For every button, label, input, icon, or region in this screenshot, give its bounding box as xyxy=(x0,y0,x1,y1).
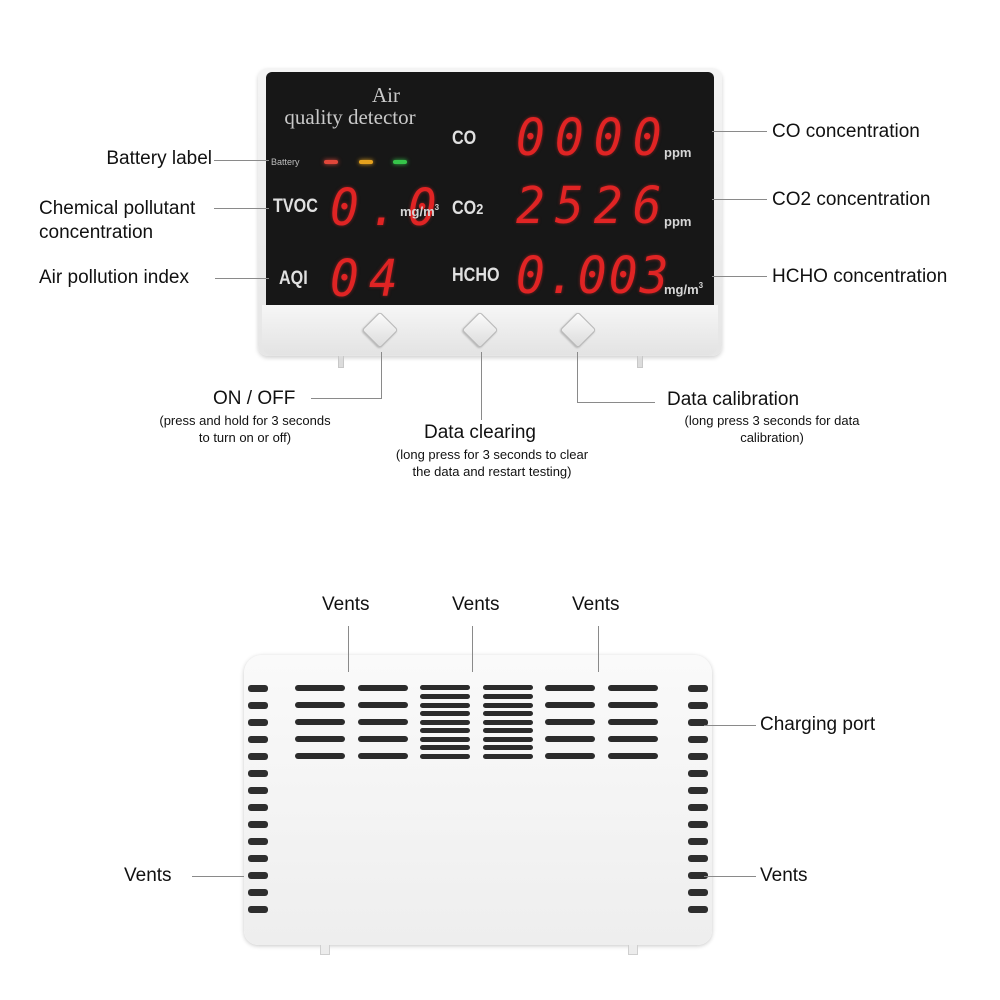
co2-unit: ppm xyxy=(664,214,692,229)
callout-data-calibration-line2: calibration) xyxy=(740,430,804,445)
callout-vents-left: Vents xyxy=(124,865,172,886)
display-screen: Air quality detector Battery TVOC 0.0 mg… xyxy=(266,72,714,305)
screen-title-line1: Air xyxy=(372,83,400,107)
callout-co2-concentration: CO2 concentration xyxy=(772,189,931,210)
leader-line-vents-right xyxy=(704,876,756,877)
callout-chemical-line1: Chemical pollutant xyxy=(39,198,196,219)
co-label: CO xyxy=(452,128,477,149)
back-foot-left xyxy=(320,945,330,955)
aqi-label: AQI xyxy=(279,268,308,289)
battery-led-green xyxy=(393,160,407,164)
callout-on-off-line2: to turn on or off) xyxy=(198,430,292,445)
co2-label: CO2 xyxy=(452,198,484,219)
leader-line-calibrate-v xyxy=(577,352,578,403)
device-foot-right xyxy=(637,356,643,368)
leader-line-vents-left xyxy=(192,876,244,877)
leader-line-co xyxy=(712,131,767,132)
callout-chemical-line2: concentration xyxy=(39,222,154,243)
callout-on-off-title: ON / OFF xyxy=(213,388,296,409)
leader-line-hcho xyxy=(712,276,767,277)
hcho-unit: mg/m3 xyxy=(664,281,704,297)
callout-hcho-concentration: HCHO concentration xyxy=(772,266,948,287)
hcho-label: HCHO xyxy=(452,265,500,286)
leader-line-power-h xyxy=(311,398,382,399)
screen-title-line2: quality detector xyxy=(284,105,416,129)
leader-line-aqi xyxy=(215,278,269,279)
callout-data-calibration-title: Data calibration xyxy=(667,389,800,410)
battery-led-amber xyxy=(359,160,373,164)
callout-vents-right: Vents xyxy=(760,865,808,886)
leader-line-calibrate-h xyxy=(577,402,655,403)
callout-vents-top-2: Vents xyxy=(452,594,500,615)
back-foot-right xyxy=(628,945,638,955)
callout-vents-top-1: Vents xyxy=(322,594,370,615)
callout-on-off-line1: (press and hold for 3 seconds xyxy=(159,413,331,428)
leader-line-power-v xyxy=(381,352,382,399)
callout-data-clearing-line2: the data and restart testing) xyxy=(412,464,572,479)
leader-line-chemical xyxy=(214,208,269,209)
leader-line-clear xyxy=(481,352,482,420)
hcho-value: 0.003 xyxy=(516,246,671,305)
leader-line-charging-port xyxy=(704,725,756,726)
device-foot-left xyxy=(338,356,344,368)
aqi-value: 04 xyxy=(330,249,408,305)
callout-battery-label: Battery label xyxy=(106,148,212,169)
battery-text: Battery xyxy=(271,157,300,167)
callout-data-calibration-line1: (long press 3 seconds for data xyxy=(684,413,860,428)
callout-air-pollution-index: Air pollution index xyxy=(39,267,189,288)
leader-line-vents-top-3 xyxy=(598,626,599,672)
callout-co-concentration: CO concentration xyxy=(772,121,920,142)
battery-led-red xyxy=(324,160,338,164)
leader-line-vents-top-2 xyxy=(472,626,473,672)
leader-line-battery xyxy=(214,160,269,161)
tvoc-value: 0.0 xyxy=(330,178,447,238)
co2-value: 2526 xyxy=(516,176,672,236)
co-unit: ppm xyxy=(664,145,692,160)
tvoc-label: TVOC xyxy=(273,196,318,217)
tvoc-unit: mg/m3 xyxy=(400,203,440,219)
back-device-body xyxy=(244,655,712,945)
leader-line-co2 xyxy=(712,199,767,200)
leader-line-vents-top-1 xyxy=(348,626,349,672)
callout-charging-port: Charging port xyxy=(760,714,876,735)
callout-data-clearing-title: Data clearing xyxy=(424,422,536,443)
callout-data-clearing-line1: (long press for 3 seconds to clear xyxy=(395,447,589,462)
co-value: 0000 xyxy=(516,108,672,168)
callout-vents-top-3: Vents xyxy=(572,594,620,615)
